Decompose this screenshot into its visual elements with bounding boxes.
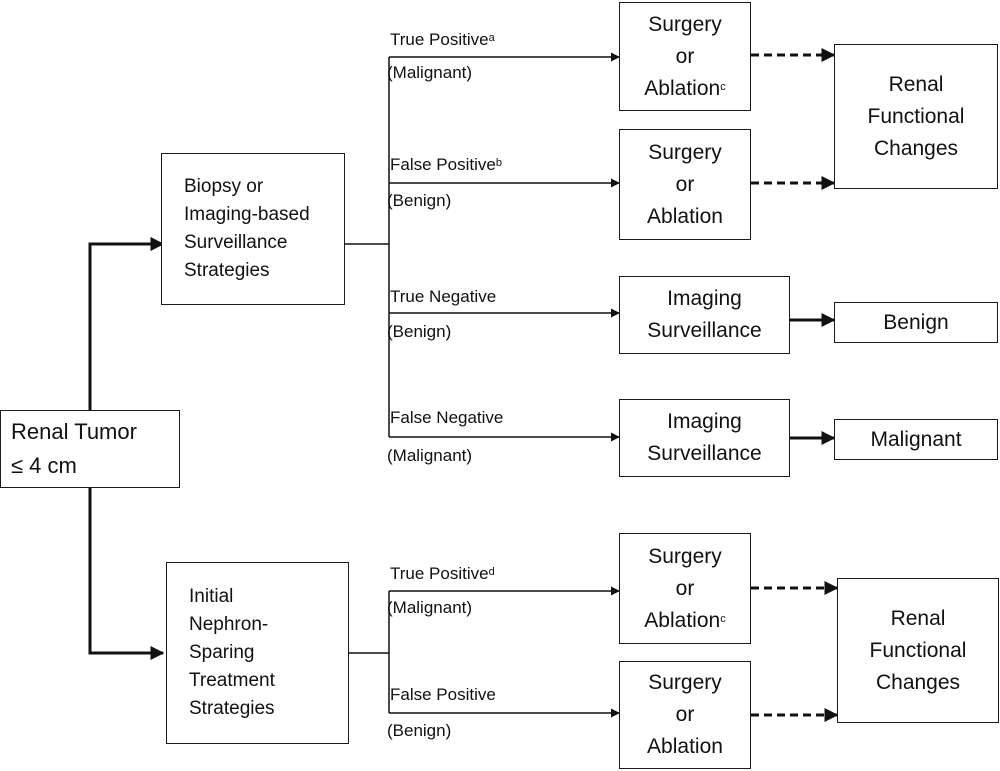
branch-sub-fp-b: (Benign) bbox=[387, 191, 452, 210]
renal-tumor-box: Renal Tumor ≤ 4 cm bbox=[0, 410, 180, 488]
renal-functional-changes-box-1: Renal Functional Changes bbox=[834, 44, 998, 189]
biopsy-line: Biopsy or bbox=[184, 176, 264, 197]
malignant-outcome-box: Malignant bbox=[834, 419, 998, 460]
branch-label-fn: False Negative bbox=[390, 408, 504, 427]
biopsy-line: Surveillance bbox=[184, 232, 288, 253]
branch-sub-tp-a: (Malignant) bbox=[387, 63, 473, 82]
branch-label-tp-a: True Positivea bbox=[390, 30, 495, 49]
renal-functional-changes-box-2: Renal Functional Changes bbox=[837, 578, 999, 723]
branch-label-tn: True Negative bbox=[390, 287, 497, 306]
nephron-line: Treatment bbox=[189, 670, 275, 691]
biopsy-line: Strategies bbox=[184, 260, 270, 281]
branch-sub-fn: (Malignant) bbox=[387, 446, 473, 465]
biopsy-strategy-box: Biopsy or Imaging-based Surveillance Str… bbox=[161, 153, 345, 305]
surgery-ablation-box-2: Surgery or Ablation bbox=[619, 129, 751, 240]
branch-label-fp-b: False Positiveb bbox=[390, 155, 502, 174]
surgery-ablation-box-1: Surgery or Ablationc bbox=[619, 2, 751, 111]
nephron-line: Nephron- bbox=[189, 614, 269, 635]
branch-sub-fp: (Benign) bbox=[387, 721, 452, 740]
surgery-ablation-box-3: Surgery or Ablationc bbox=[619, 533, 751, 644]
surgery-ablation-box-4: Surgery or Ablation bbox=[619, 661, 751, 769]
nephron-line: Strategies bbox=[189, 698, 275, 719]
benign-outcome-box: Benign bbox=[834, 302, 998, 343]
biopsy-line: Imaging-based bbox=[184, 204, 310, 225]
root-line1: Renal Tumor bbox=[11, 419, 137, 444]
root-to-nephron-arrow bbox=[88, 488, 165, 660]
branch-label-tp-d: True Positived bbox=[390, 564, 495, 583]
nephron-line: Initial bbox=[189, 586, 234, 607]
nephron-line: Sparing bbox=[189, 642, 255, 663]
root-to-biopsy-arrow bbox=[88, 237, 165, 410]
branch-sub-tp-d: (Malignant) bbox=[387, 598, 473, 617]
nephron-strategy-box: Initial Nephron- Sparing Treatment Strat… bbox=[166, 562, 349, 744]
imaging-surveillance-box-2: Imaging Surveillance bbox=[619, 399, 790, 477]
imaging-surveillance-box-1: Imaging Surveillance bbox=[619, 276, 790, 354]
branch-sub-tn: (Benign) bbox=[387, 322, 452, 341]
branch-label-fp: False Positive bbox=[390, 685, 496, 704]
root-line2: ≤ 4 cm bbox=[11, 453, 77, 478]
